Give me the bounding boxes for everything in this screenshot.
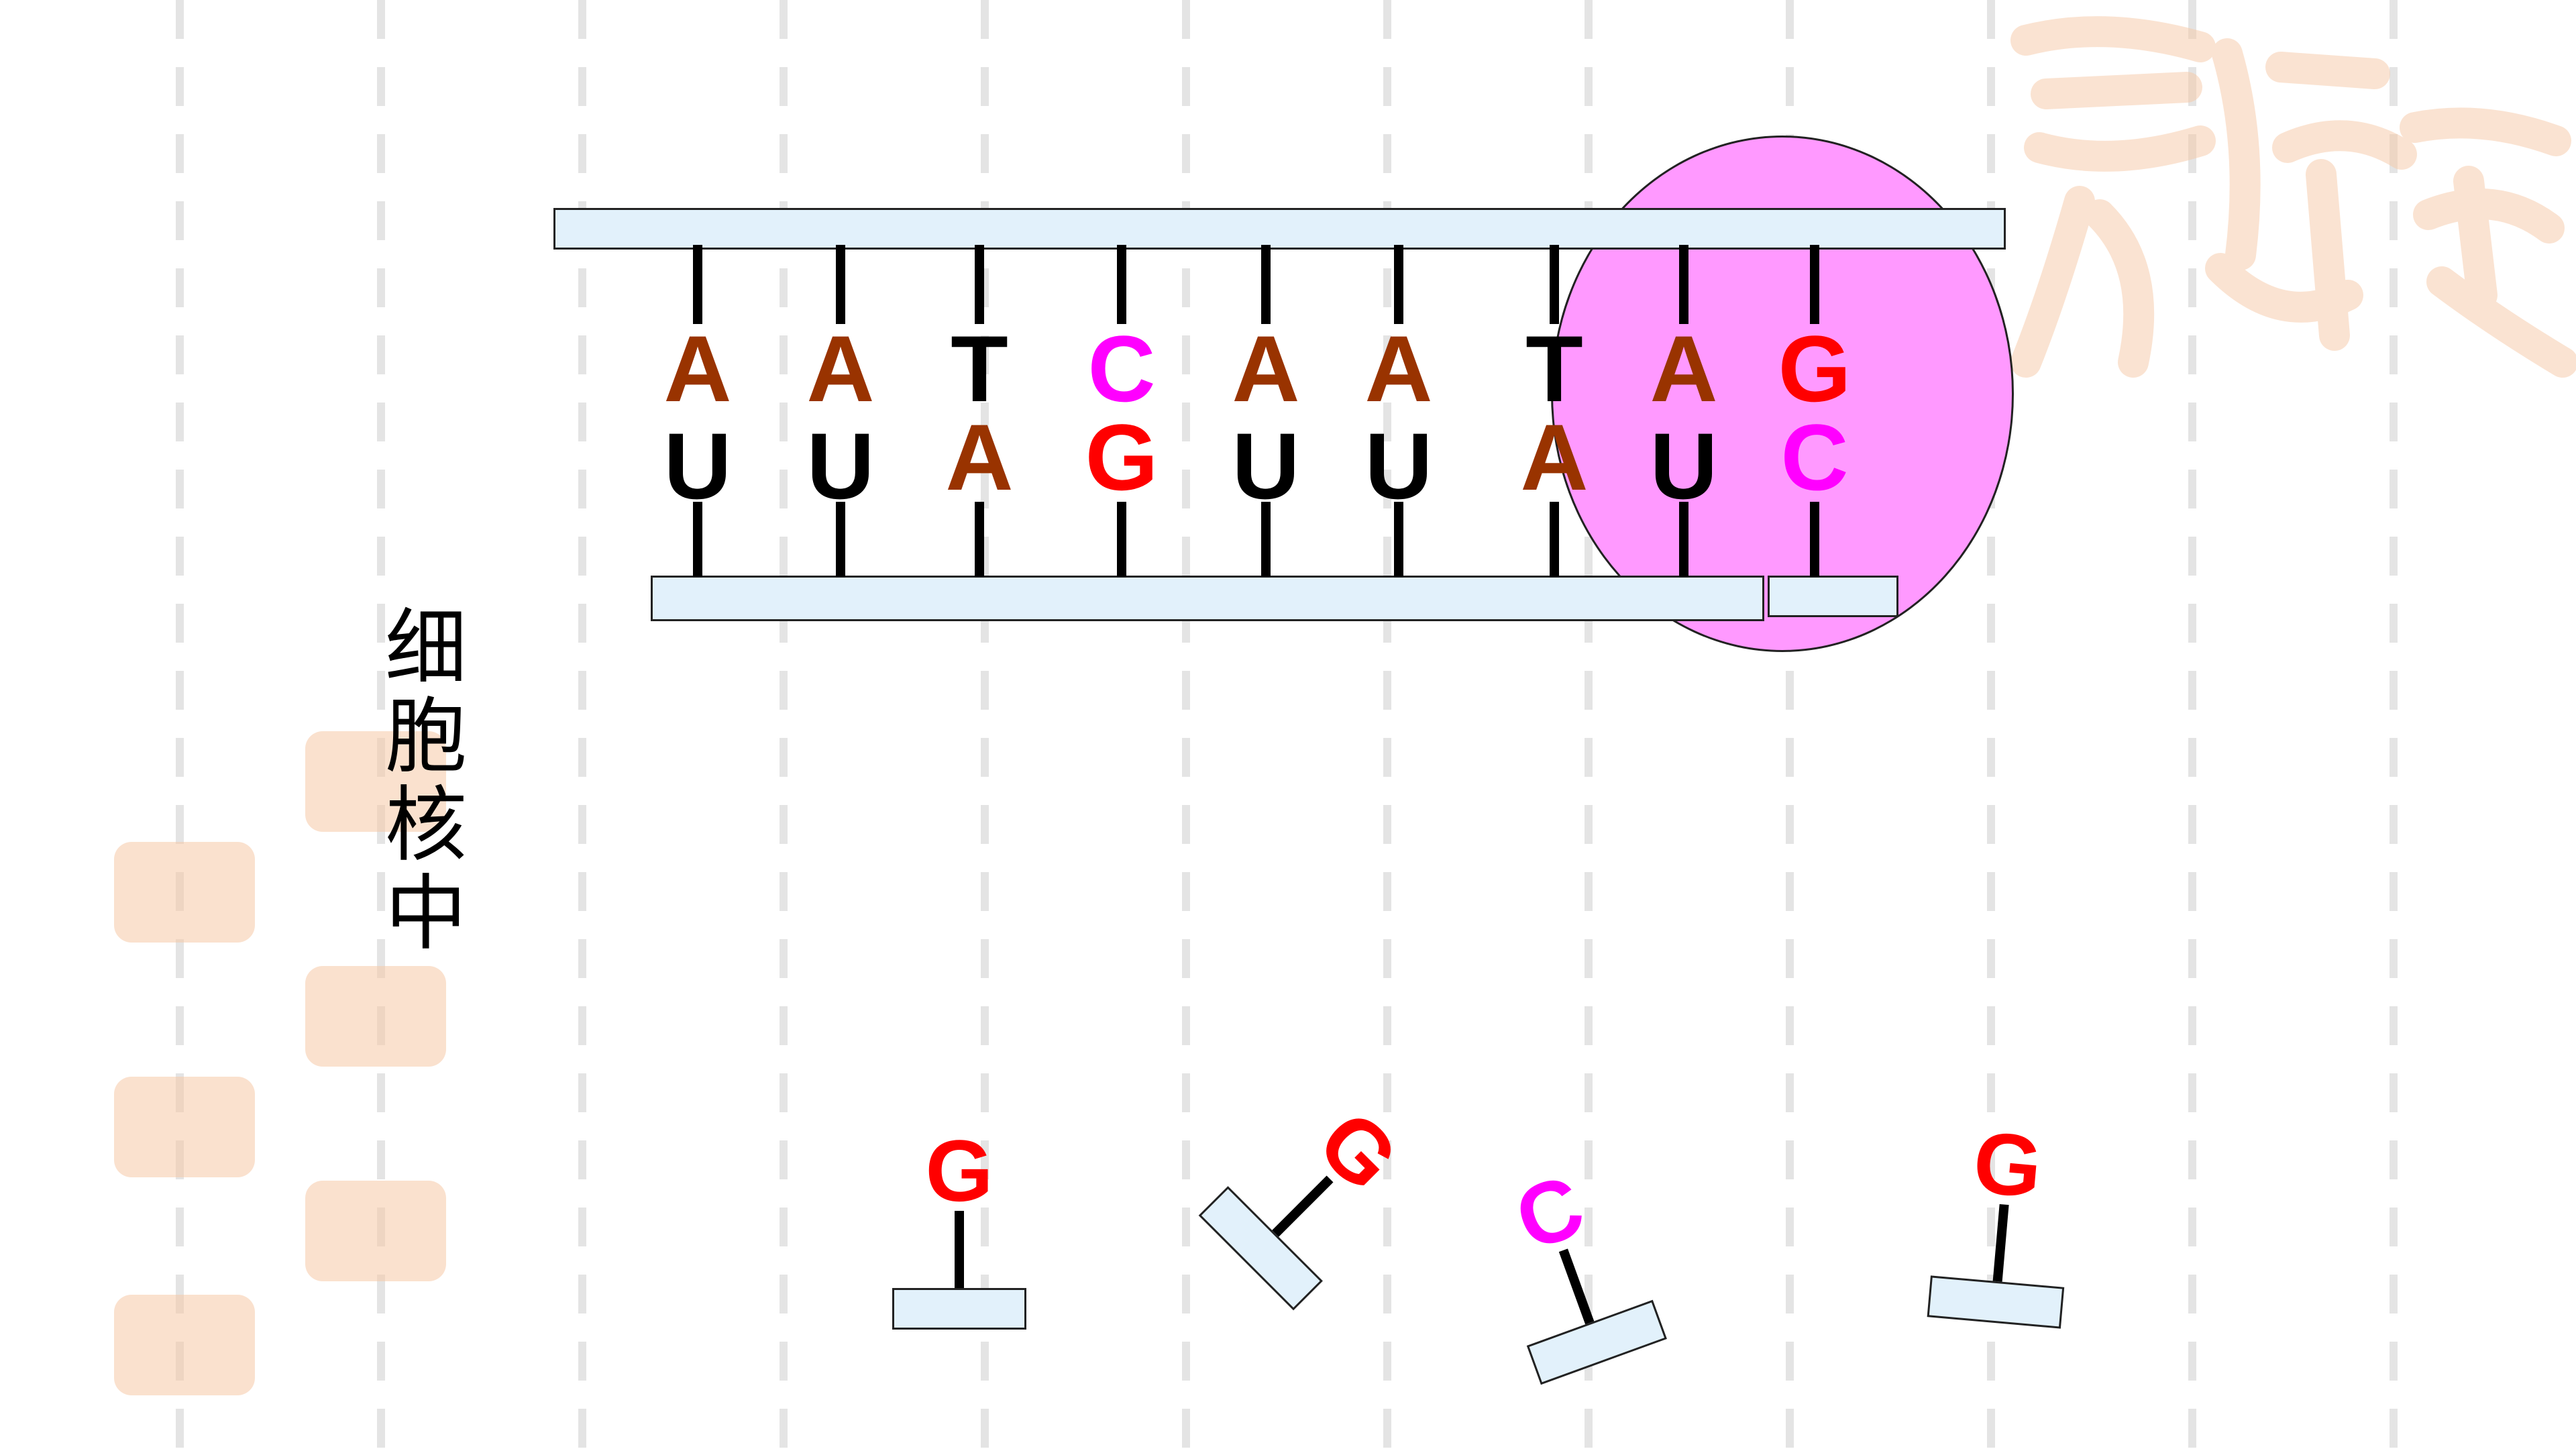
free-nucleotide-backbone [1927,1275,2065,1329]
rna-base-letter: A [1520,405,1589,510]
free-nucleotide-letter: G [925,1122,994,1220]
top-base-stem [1261,245,1271,324]
top-base-stem [975,245,984,324]
rna-base-letter: U [1650,413,1718,519]
bottom-base-stem [1117,502,1126,577]
auspicious-seal-icon [1999,13,2576,402]
auspicious-seal-icon [114,1295,255,1395]
dna-base-letter: A [1232,316,1300,421]
background-dash-line [176,0,184,1449]
free-nucleotide-backbone [1526,1299,1667,1385]
background-dash-line [2390,0,2398,1449]
dna-base-letter: T [1525,316,1583,421]
dna-base-letter: A [663,316,732,421]
rna-base-letter: U [663,413,732,519]
background-dash-line [780,0,788,1449]
top-base-stem [1679,245,1688,324]
auspicious-seal-icon [305,966,446,1067]
free-nucleotide-letter: G [1970,1112,2046,1216]
rna-base-letter: C [1780,405,1849,510]
dna-base-letter: A [1364,316,1433,421]
top-base-stem [1394,245,1403,324]
dna-base-letter: T [951,316,1008,421]
bottom-base-stem [836,502,845,577]
dna-base-letter: A [806,316,875,421]
label-char: 中 [385,866,467,961]
auspicious-seal-icon [305,1181,446,1281]
rna-base-letter: A [945,405,1014,510]
free-nucleotide: G [1198,1072,1437,1311]
auspicious-seal-icon [305,731,446,832]
bottom-base-stem [1679,502,1688,577]
background-dash-line [981,0,989,1449]
bottom-base-stem [1261,502,1271,577]
top-base-stem [836,245,845,324]
rna-base-letter: U [1364,413,1433,519]
bottom-base-stem [975,502,984,577]
rna-base-letter: G [1085,405,1159,510]
free-nucleotide-stem [1992,1203,2009,1285]
label-char: 核 [385,777,467,873]
dna-template-strand [553,208,2006,250]
auspicious-seal-icon [114,1077,255,1177]
label-char: 胞 [385,689,467,784]
dna-base-letter: G [1778,316,1851,421]
free-nucleotide: G [1927,1112,2078,1329]
background-dash-line [1182,0,1190,1449]
top-base-stem [1550,245,1559,324]
rna-strand-new-segment [1768,576,1898,617]
free-nucleotide: G [892,1122,1026,1330]
top-base-stem [693,245,702,324]
seal-logo-graphic [2010,16,2576,378]
background-dash-line [2188,0,2196,1449]
free-nucleotide-stem [1558,1248,1596,1328]
free-nucleotide-letter: C [1503,1155,1596,1270]
dna-base-letter: C [1087,316,1156,421]
dna-base-letter: A [1650,316,1718,421]
free-nucleotide-stem [955,1211,964,1291]
free-nucleotide-stem [1269,1175,1334,1240]
bottom-base-stem [1810,502,1819,577]
location-label: 细 胞 核 中 [376,604,476,958]
bottom-base-stem [693,502,702,577]
label-char: 细 [385,600,467,696]
bottom-base-stem [1550,502,1559,577]
background-dash-line [377,0,385,1449]
free-nucleotide-backbone [892,1288,1026,1330]
bottom-base-stem [1394,502,1403,577]
rna-base-letter: U [1232,413,1300,519]
free-nucleotide: C [1472,1148,1667,1385]
auspicious-seal-icon [114,842,255,943]
rna-base-letter: U [806,413,875,519]
top-base-stem [1810,245,1819,324]
rna-strand [651,576,1764,621]
background-dash-line [1383,0,1391,1449]
background-dash-line [578,0,586,1449]
top-base-stem [1117,245,1126,324]
